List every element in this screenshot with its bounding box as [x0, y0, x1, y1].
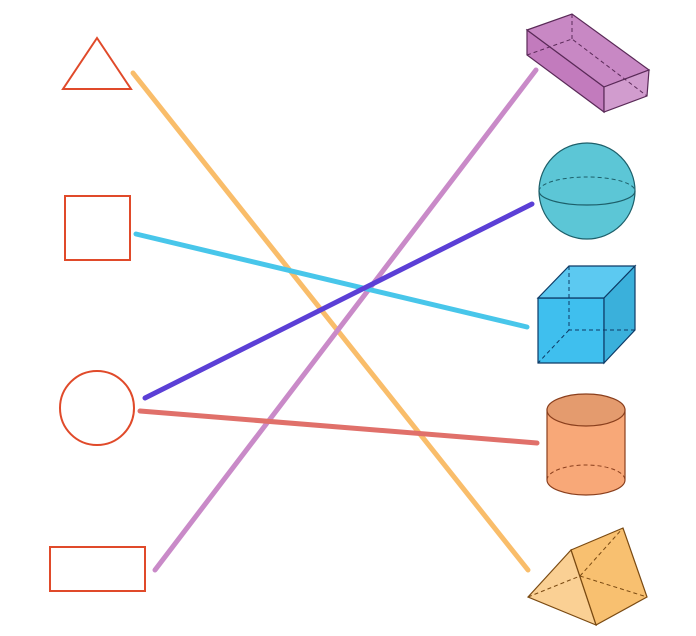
rectangular-prism-icon	[525, 13, 651, 114]
line-triangle-to-triangular-prism	[130, 70, 531, 573]
line-circle-to-sphere	[142, 201, 535, 401]
rectangle-icon	[49, 546, 146, 592]
cylinder-icon	[546, 393, 626, 496]
cube-icon	[536, 264, 637, 365]
triangular-prism-icon	[526, 527, 648, 627]
line-square-to-cube	[133, 231, 530, 330]
line-circle-to-cylinder	[137, 408, 540, 446]
triangle-icon	[61, 36, 133, 90]
circle-icon	[59, 370, 135, 446]
line-rectangle-to-rectangular-prism	[152, 67, 539, 573]
square-icon	[64, 195, 131, 261]
sphere-icon	[538, 142, 636, 240]
